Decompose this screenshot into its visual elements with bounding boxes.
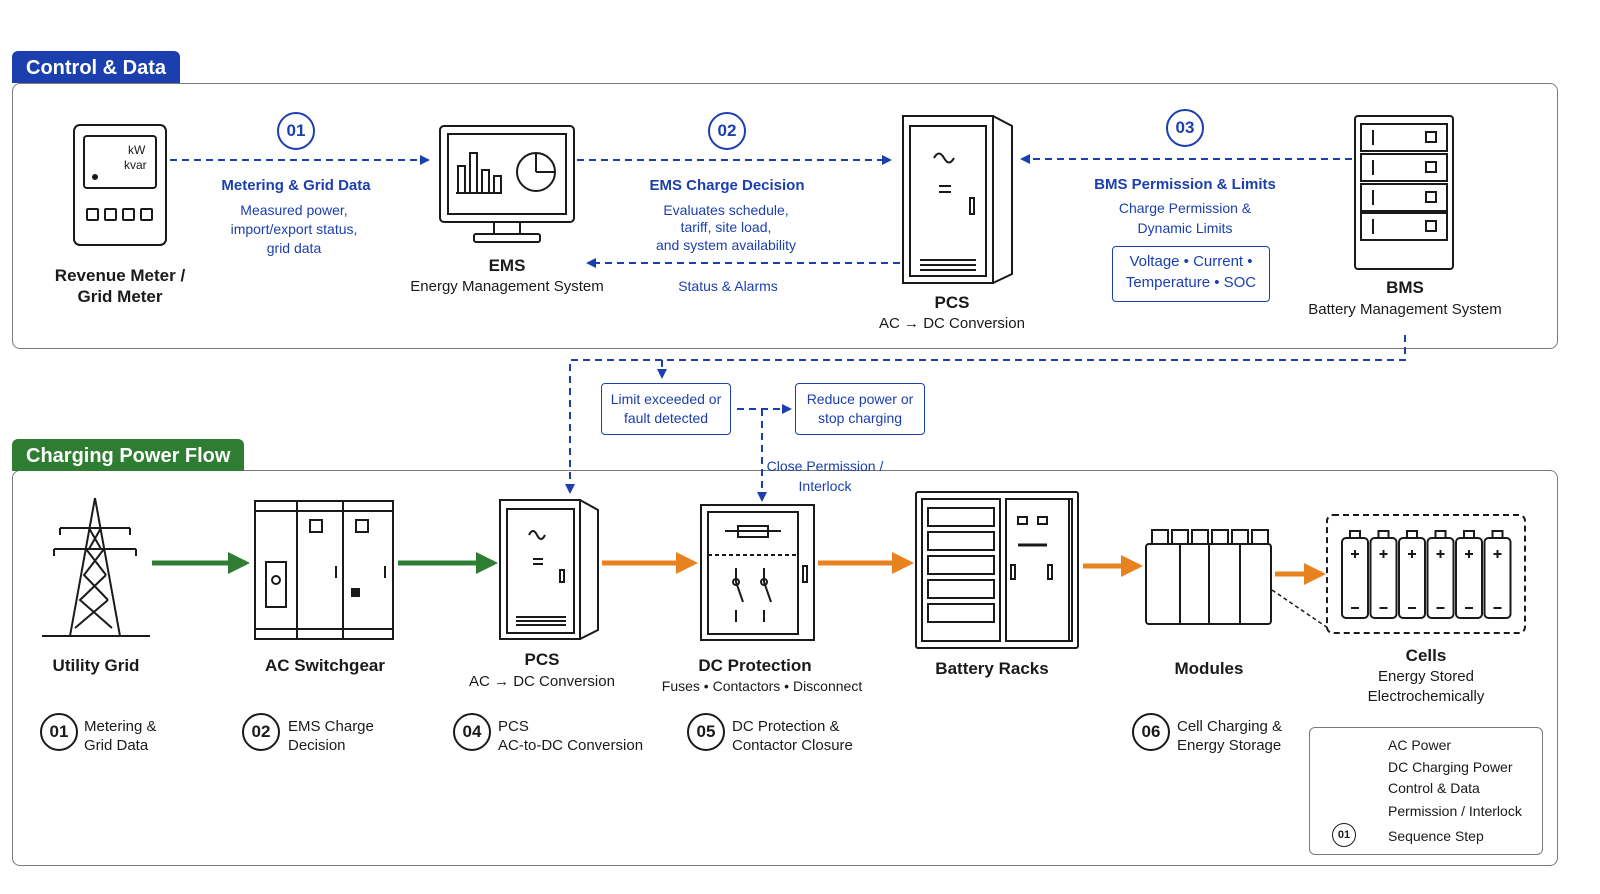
cells-line2: Electrochemically bbox=[1367, 688, 1485, 705]
reduce-line2: stop charging bbox=[817, 410, 903, 426]
legend-dc-power: DC Charging Power bbox=[1388, 759, 1513, 775]
limits-line1: Voltage • Current • bbox=[1129, 253, 1253, 270]
cells-title: Cells bbox=[1405, 646, 1447, 665]
limits-box: Voltage • Current • Temperature • SOC bbox=[1112, 246, 1270, 302]
step-03-line2: Dynamic Limits bbox=[1137, 220, 1233, 236]
seq-step-06-line1: Cell Charging & bbox=[1177, 718, 1283, 735]
dc-protection-subtitle: Fuses • Contactors • Disconnect bbox=[661, 678, 863, 694]
close-permission-line1: Close Permission / bbox=[766, 458, 884, 474]
seq-step-02-badge: 02 bbox=[242, 713, 280, 751]
battery-racks-title: Battery Racks bbox=[935, 659, 1049, 678]
pcs-bottom-subtitle: AC → DC Conversion bbox=[469, 673, 615, 690]
utility-tower-icon bbox=[42, 497, 150, 637]
meter-display-unit-kvar: kvar bbox=[124, 158, 147, 172]
power-arrows bbox=[152, 552, 1326, 585]
control-arrows bbox=[170, 154, 1406, 502]
step-01-line3: grid data bbox=[266, 240, 322, 256]
seq-step-01-line1: Metering & bbox=[84, 718, 157, 735]
seq-step-05-line2: Contactor Closure bbox=[732, 737, 853, 754]
control-data-panel bbox=[12, 83, 1558, 349]
seq-step-04-text: PCS AC-to-DC Conversion bbox=[498, 717, 643, 755]
modules-icon bbox=[1145, 529, 1272, 625]
battery-racks-icon bbox=[915, 491, 1079, 649]
seq-step-02-line1: EMS Charge bbox=[288, 718, 374, 735]
step-01-line1: Measured power, bbox=[240, 202, 348, 218]
meter-title-line1: Revenue Meter / bbox=[54, 266, 186, 285]
reduce-power-box: Reduce power or stop charging bbox=[795, 383, 925, 435]
seq-step-04-line2: AC-to-DC Conversion bbox=[498, 737, 644, 754]
step-02-line1: Evaluates schedule, bbox=[663, 202, 789, 218]
bms-rack-icon bbox=[1354, 115, 1454, 270]
seq-step-05-text: DC Protection & Contactor Closure bbox=[732, 717, 853, 755]
dc-protection-icon bbox=[700, 504, 815, 641]
seq-step-01-line2: Grid Data bbox=[84, 737, 149, 754]
ems-title: EMS bbox=[488, 256, 526, 275]
step-02-line3: and system availability bbox=[655, 237, 797, 253]
seq-step-05-line1: DC Protection & bbox=[732, 718, 840, 735]
seq-step-04-line1: PCS bbox=[498, 718, 529, 735]
status-alarms-label: Status & Alarms bbox=[678, 278, 778, 294]
charging-power-tab: Charging Power Flow bbox=[12, 439, 245, 471]
fault-line1: Limit exceeded or bbox=[610, 391, 722, 407]
ac-switchgear-icon bbox=[254, 500, 394, 640]
legend-ac-power: AC Power bbox=[1388, 737, 1452, 753]
pcs-bottom-icon bbox=[499, 499, 599, 640]
meter-display-unit-kw: kW bbox=[128, 143, 146, 157]
cells-icon bbox=[1271, 514, 1526, 634]
pcs-bottom-title: PCS bbox=[524, 650, 560, 669]
seq-step-06-badge: 06 bbox=[1132, 713, 1170, 751]
ac-switchgear-title: AC Switchgear bbox=[265, 656, 385, 675]
modules-title: Modules bbox=[1174, 659, 1244, 678]
seq-step-01-badge: 01 bbox=[40, 713, 78, 751]
meter-title-line2: Grid Meter bbox=[77, 287, 163, 306]
pcs-top-subtitle: AC → DC Conversion bbox=[879, 315, 1025, 332]
ems-subtitle: Energy Management System bbox=[410, 278, 604, 295]
close-permission-line2: Interlock bbox=[798, 478, 852, 494]
step-03-line1: Charge Permission & bbox=[1118, 200, 1252, 216]
legend-step: Sequence Step bbox=[1388, 828, 1484, 844]
pcs-top-title: PCS bbox=[934, 293, 970, 312]
reduce-line1: Reduce power or bbox=[806, 391, 914, 407]
bms-subtitle: Battery Management System bbox=[1308, 301, 1502, 318]
step-02-title: EMS Charge Decision bbox=[649, 177, 805, 194]
seq-step-04-badge: 04 bbox=[453, 713, 491, 751]
step-01-line2: import/export status, bbox=[230, 221, 358, 237]
charging-power-panel bbox=[12, 470, 1558, 866]
seq-step-02-line2: Decision bbox=[288, 737, 346, 754]
step-02-line2: tariff, site load, bbox=[680, 219, 772, 235]
step-01-badge: 01 bbox=[277, 112, 315, 150]
fault-detected-box: Limit exceeded or fault detected bbox=[601, 383, 731, 435]
seq-step-02-text: EMS Charge Decision bbox=[288, 717, 374, 755]
battery-cell-icon bbox=[1483, 530, 1512, 619]
battery-cell-icon bbox=[1398, 530, 1426, 619]
seq-step-06-text: Cell Charging & Energy Storage bbox=[1177, 717, 1282, 755]
bms-title: BMS bbox=[1386, 278, 1424, 297]
revenue-meter-icon bbox=[73, 124, 167, 246]
dc-protection-title: DC Protection bbox=[698, 656, 812, 675]
seq-step-01-text: Metering & Grid Data bbox=[84, 717, 157, 755]
ems-monitor-icon bbox=[439, 125, 575, 243]
utility-grid-title: Utility Grid bbox=[52, 656, 140, 675]
step-03-title: BMS Permission & Limits bbox=[1094, 176, 1276, 193]
seq-step-06-line2: Energy Storage bbox=[1177, 737, 1282, 754]
battery-cell-icon bbox=[1369, 530, 1398, 619]
legend-permission: Permission / Interlock bbox=[1388, 803, 1522, 819]
battery-cell-icon bbox=[1341, 530, 1369, 619]
limits-line2: Temperature • SOC bbox=[1125, 274, 1257, 291]
pcs-top-icon bbox=[902, 115, 1013, 284]
control-data-tab: Control & Data bbox=[12, 51, 180, 83]
fault-line2: fault detected bbox=[623, 410, 709, 426]
battery-cell-icon bbox=[1426, 530, 1455, 619]
step-02-badge: 02 bbox=[708, 112, 746, 150]
seq-step-05-badge: 05 bbox=[687, 713, 725, 751]
step-03-badge: 03 bbox=[1166, 109, 1204, 147]
cell-group bbox=[1341, 530, 1512, 619]
step-01-title: Metering & Grid Data bbox=[221, 177, 371, 194]
legend-control: Control & Data bbox=[1388, 780, 1480, 796]
cells-line1: Energy Stored bbox=[1378, 668, 1474, 685]
legend-step-badge: 01 bbox=[1332, 823, 1356, 847]
battery-cell-icon bbox=[1455, 530, 1483, 619]
